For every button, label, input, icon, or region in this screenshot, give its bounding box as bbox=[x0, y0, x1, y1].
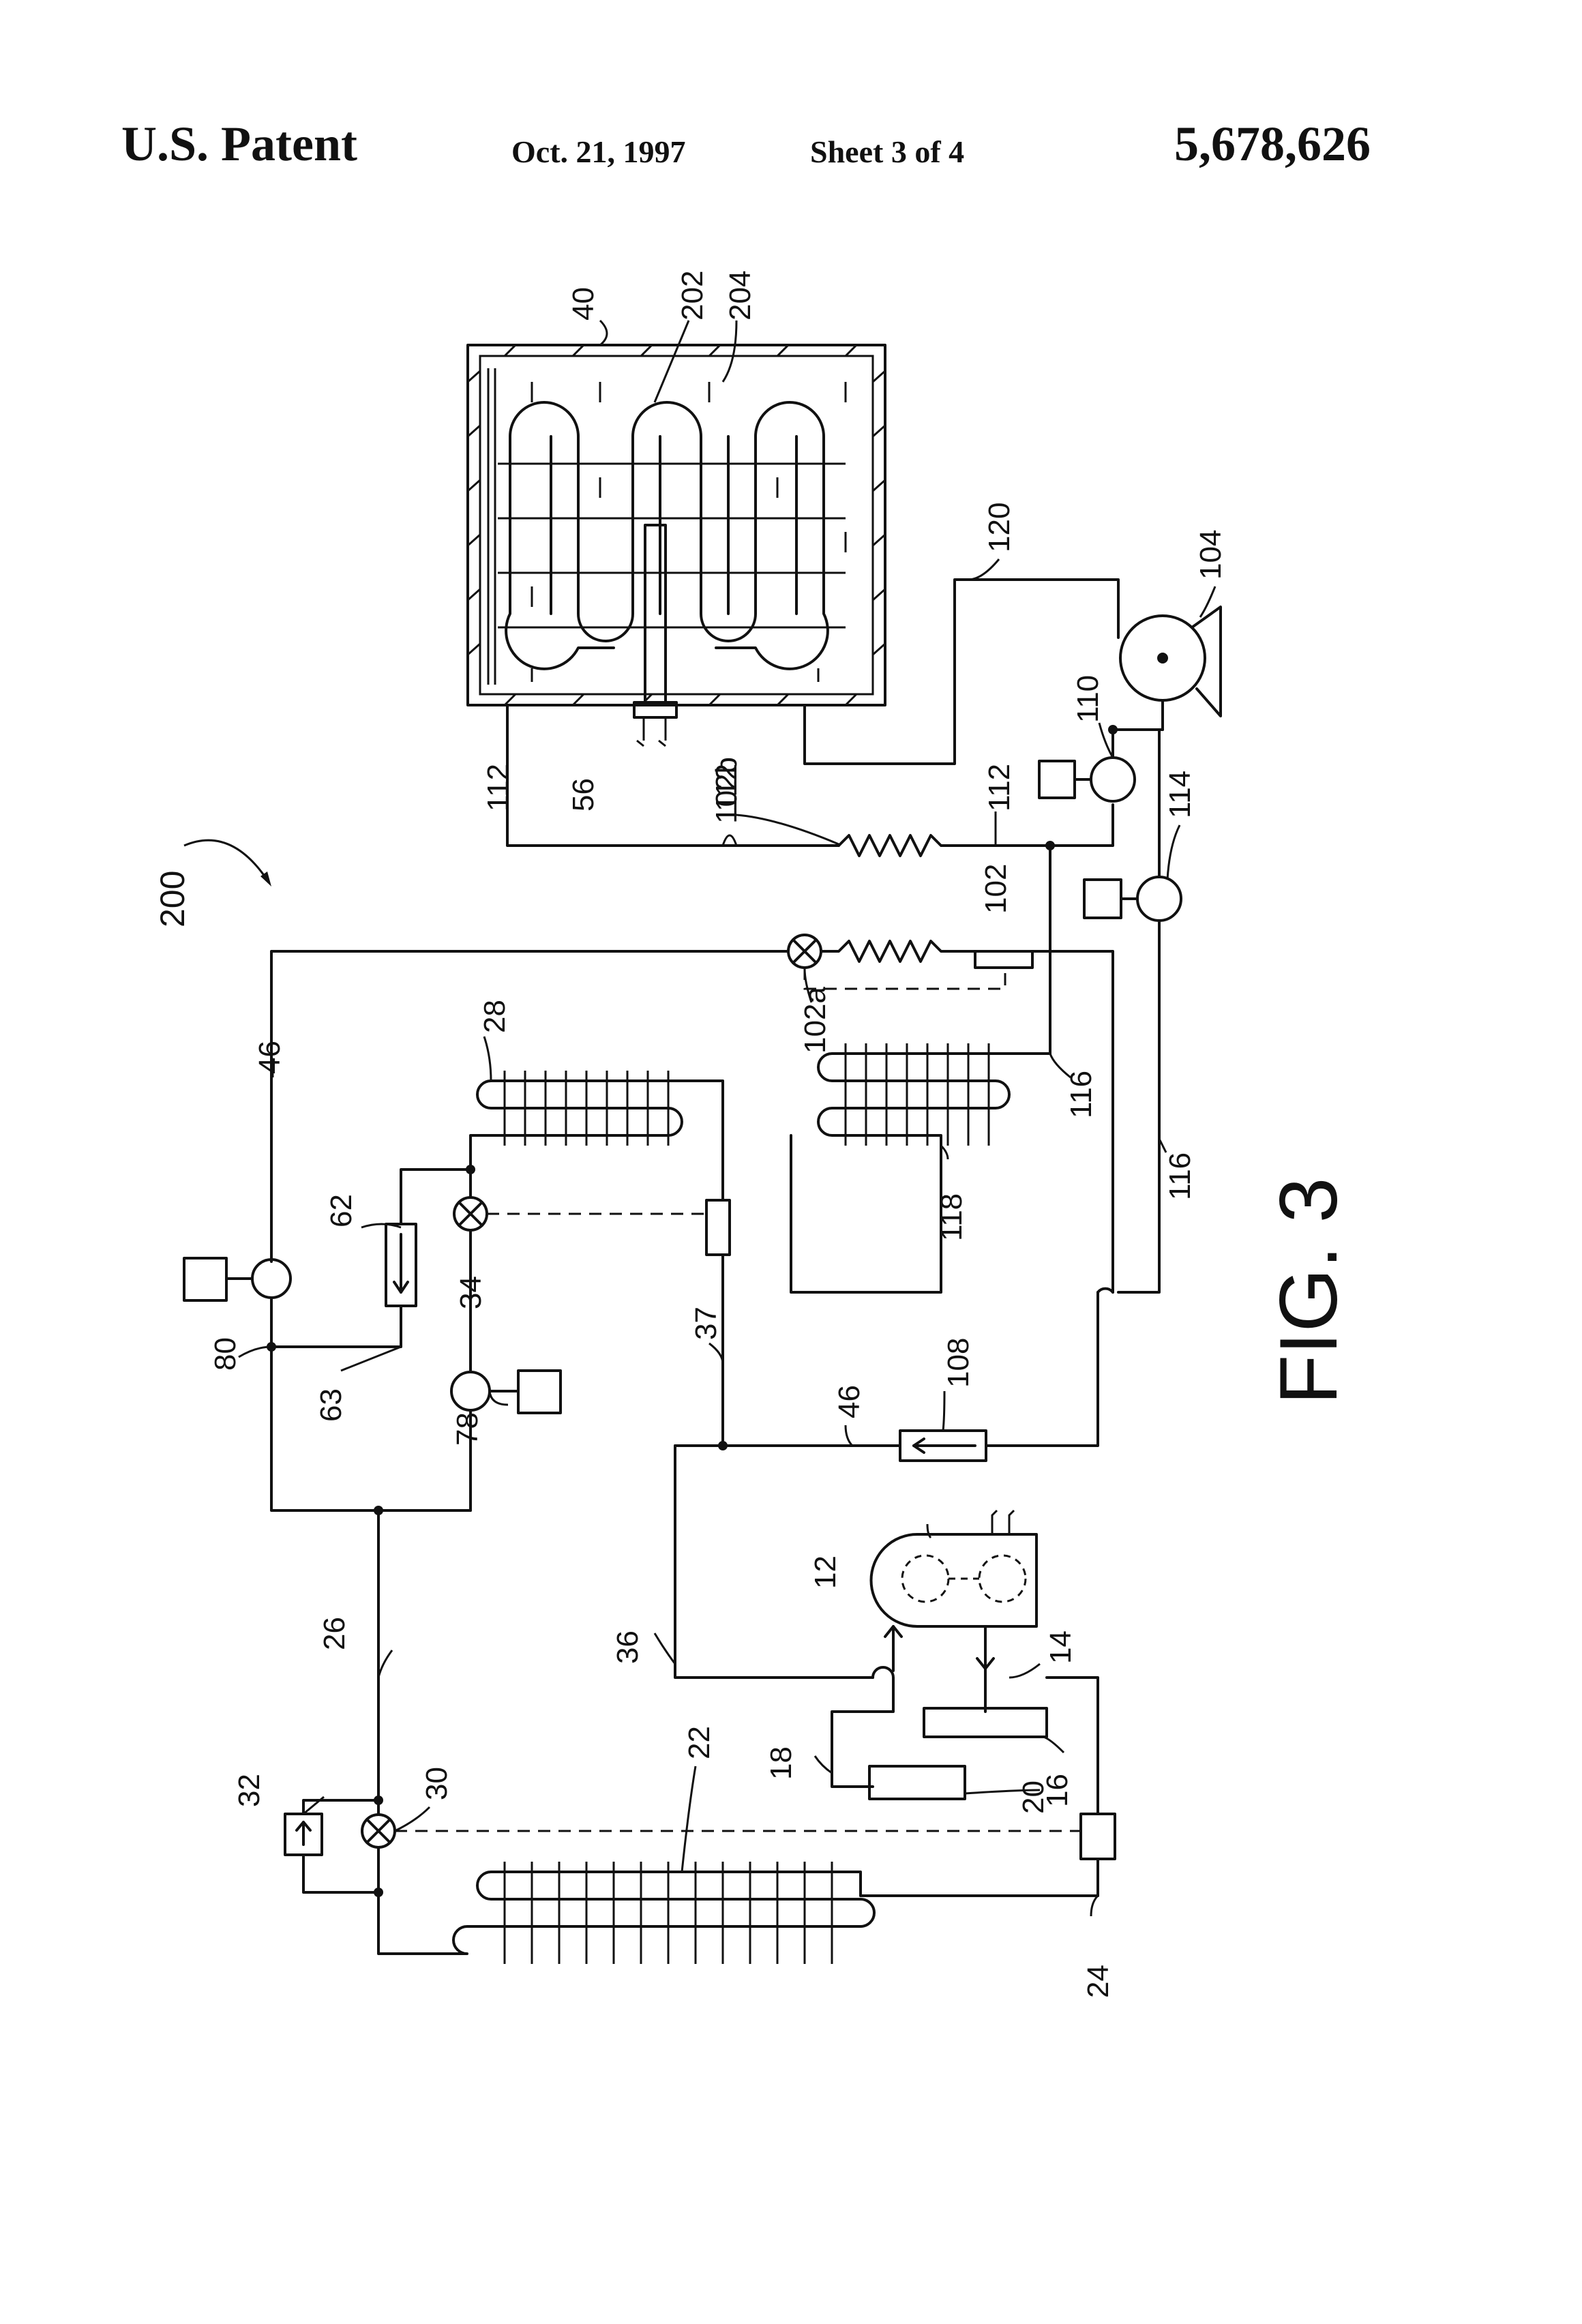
line-112 bbox=[507, 705, 839, 846]
label-78: 78 bbox=[451, 1412, 484, 1446]
label-80: 80 bbox=[209, 1337, 242, 1371]
label-104: 104 bbox=[1194, 530, 1227, 580]
compressor-12 bbox=[871, 1510, 1037, 1626]
label-202: 202 bbox=[676, 271, 709, 321]
label-118: 118 bbox=[935, 1193, 968, 1241]
pump-outlet-line bbox=[1113, 700, 1163, 758]
txv-34 bbox=[454, 1197, 487, 1230]
line-18 bbox=[832, 1667, 893, 1787]
label-56: 56 bbox=[567, 778, 600, 811]
bulb-102a bbox=[975, 951, 1032, 968]
label-12: 12 bbox=[809, 1555, 842, 1589]
label-112-c: 112 bbox=[983, 764, 1016, 811]
label-24: 24 bbox=[1081, 1965, 1115, 1998]
line-112-right bbox=[1050, 805, 1113, 846]
label-22: 22 bbox=[683, 1726, 716, 1759]
txv-102a bbox=[788, 935, 821, 968]
label-108: 108 bbox=[942, 1338, 975, 1388]
label-18: 18 bbox=[764, 1746, 798, 1780]
txv-30 bbox=[362, 1815, 395, 1847]
valve-110 bbox=[1039, 758, 1135, 801]
label-114: 114 bbox=[1163, 771, 1197, 818]
label-63: 63 bbox=[314, 1388, 348, 1422]
label-102b: 102b bbox=[710, 757, 743, 824]
label-28: 28 bbox=[478, 1000, 511, 1033]
line-63 bbox=[271, 1306, 401, 1347]
line-62-top bbox=[401, 1170, 471, 1224]
unit-20 bbox=[869, 1766, 965, 1799]
label-116-a: 116 bbox=[1064, 1071, 1098, 1118]
label-40: 40 bbox=[567, 287, 600, 321]
figure-caption: FIG. 3 bbox=[1263, 1178, 1354, 1405]
coil-28 bbox=[471, 1071, 723, 1200]
coil-102b bbox=[839, 835, 1050, 856]
label-120: 120 bbox=[983, 503, 1016, 552]
valve-78 bbox=[451, 1371, 561, 1413]
label-36: 36 bbox=[611, 1630, 644, 1664]
label-62: 62 bbox=[325, 1194, 358, 1227]
bulb-30 bbox=[1081, 1814, 1115, 1859]
label-110: 110 bbox=[1071, 675, 1105, 723]
line-116-a bbox=[1050, 951, 1113, 1292]
line-114-top bbox=[1159, 730, 1163, 877]
line-120 bbox=[805, 580, 1118, 764]
system-200-arrow bbox=[184, 840, 269, 883]
check-32 bbox=[285, 1814, 322, 1855]
heater-56 bbox=[634, 525, 676, 746]
label-34: 34 bbox=[454, 1276, 488, 1309]
pump-104 bbox=[1120, 607, 1221, 716]
label-30: 30 bbox=[420, 1767, 453, 1800]
label-204: 204 bbox=[723, 271, 757, 321]
line-108-riser bbox=[986, 1292, 1098, 1446]
check-108 bbox=[900, 1431, 986, 1461]
coil-118 bbox=[791, 1043, 1023, 1292]
tube-202 bbox=[498, 382, 846, 682]
bulb-34 bbox=[706, 1200, 730, 1255]
label-32: 32 bbox=[233, 1774, 266, 1807]
label-102: 102 bbox=[979, 864, 1013, 914]
label-26: 26 bbox=[318, 1617, 351, 1650]
label-112-a: 112 bbox=[481, 764, 515, 811]
label-37: 37 bbox=[689, 1307, 723, 1340]
label-46-b: 46 bbox=[833, 1385, 866, 1418]
check-62 bbox=[386, 1224, 416, 1306]
label-200: 200 bbox=[153, 871, 192, 927]
coil-22 bbox=[378, 1862, 874, 1964]
line-80-down bbox=[271, 1298, 471, 1510]
valve-80 bbox=[184, 1258, 290, 1300]
valve-114 bbox=[1084, 877, 1181, 921]
label-102a: 102a bbox=[799, 987, 832, 1054]
label-14: 14 bbox=[1044, 1630, 1077, 1664]
label-116-b: 116 bbox=[1163, 1152, 1197, 1200]
label-16: 16 bbox=[1041, 1774, 1074, 1807]
line-116-b bbox=[1118, 921, 1159, 1292]
line-36 bbox=[675, 1446, 873, 1678]
label-46-a: 46 bbox=[253, 1041, 286, 1074]
